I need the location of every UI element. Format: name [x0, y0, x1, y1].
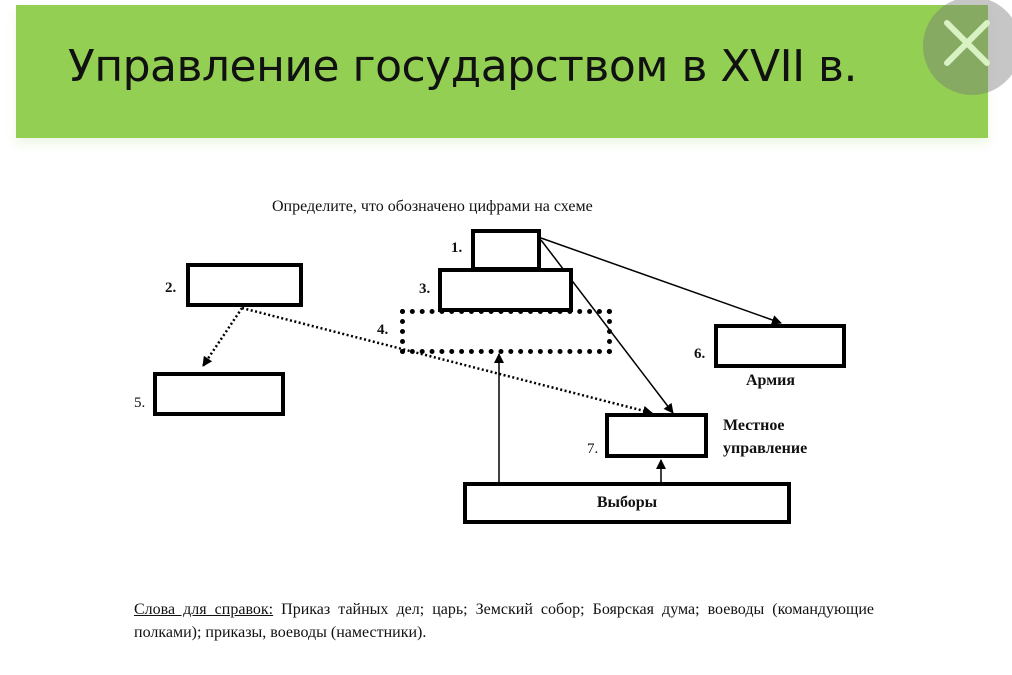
box-4-number: 4. — [377, 322, 389, 338]
box-6-number: 6. — [694, 346, 706, 362]
box-6-caption: Армия — [746, 372, 795, 389]
box-3[interactable] — [438, 268, 573, 312]
box-1[interactable] — [471, 229, 541, 271]
instruction-text: Определите, что обозначено цифрами на сх… — [272, 198, 593, 215]
reference-label: Слова для справок: — [134, 601, 274, 618]
elections-box: Выборы — [463, 482, 791, 524]
box-7-caption-line1: Местное — [723, 417, 785, 434]
close-button[interactable] — [923, 0, 1012, 95]
title-bar: Управление государством в XVII в. — [16, 5, 988, 138]
box-1-number: 1. — [451, 240, 463, 256]
page-title: Управление государством в XVII в. — [68, 41, 857, 92]
box-7-caption-line2: управление — [723, 440, 808, 457]
arrow-1-to-6 — [540, 237, 782, 325]
elections-label: Выборы — [596, 494, 658, 511]
box-7[interactable] — [605, 413, 708, 458]
close-icon — [944, 20, 990, 66]
arrow-2-to-7 — [241, 306, 653, 416]
arrow-2-to-5 — [201, 307, 244, 367]
box-5-number: 5. — [134, 395, 146, 411]
box-6[interactable] — [714, 324, 846, 368]
box-7-number: 7. — [587, 441, 599, 457]
box-2-number: 2. — [165, 280, 177, 296]
box-4[interactable] — [400, 309, 612, 354]
reference-words: Слова для справок: Приказ тайных дел; ца… — [134, 598, 874, 644]
reference-text: Приказ тайных дел; царь; Земский собор; … — [134, 601, 874, 641]
box-2[interactable] — [186, 263, 303, 307]
box-3-number: 3. — [419, 281, 431, 297]
box-5[interactable] — [153, 372, 285, 416]
